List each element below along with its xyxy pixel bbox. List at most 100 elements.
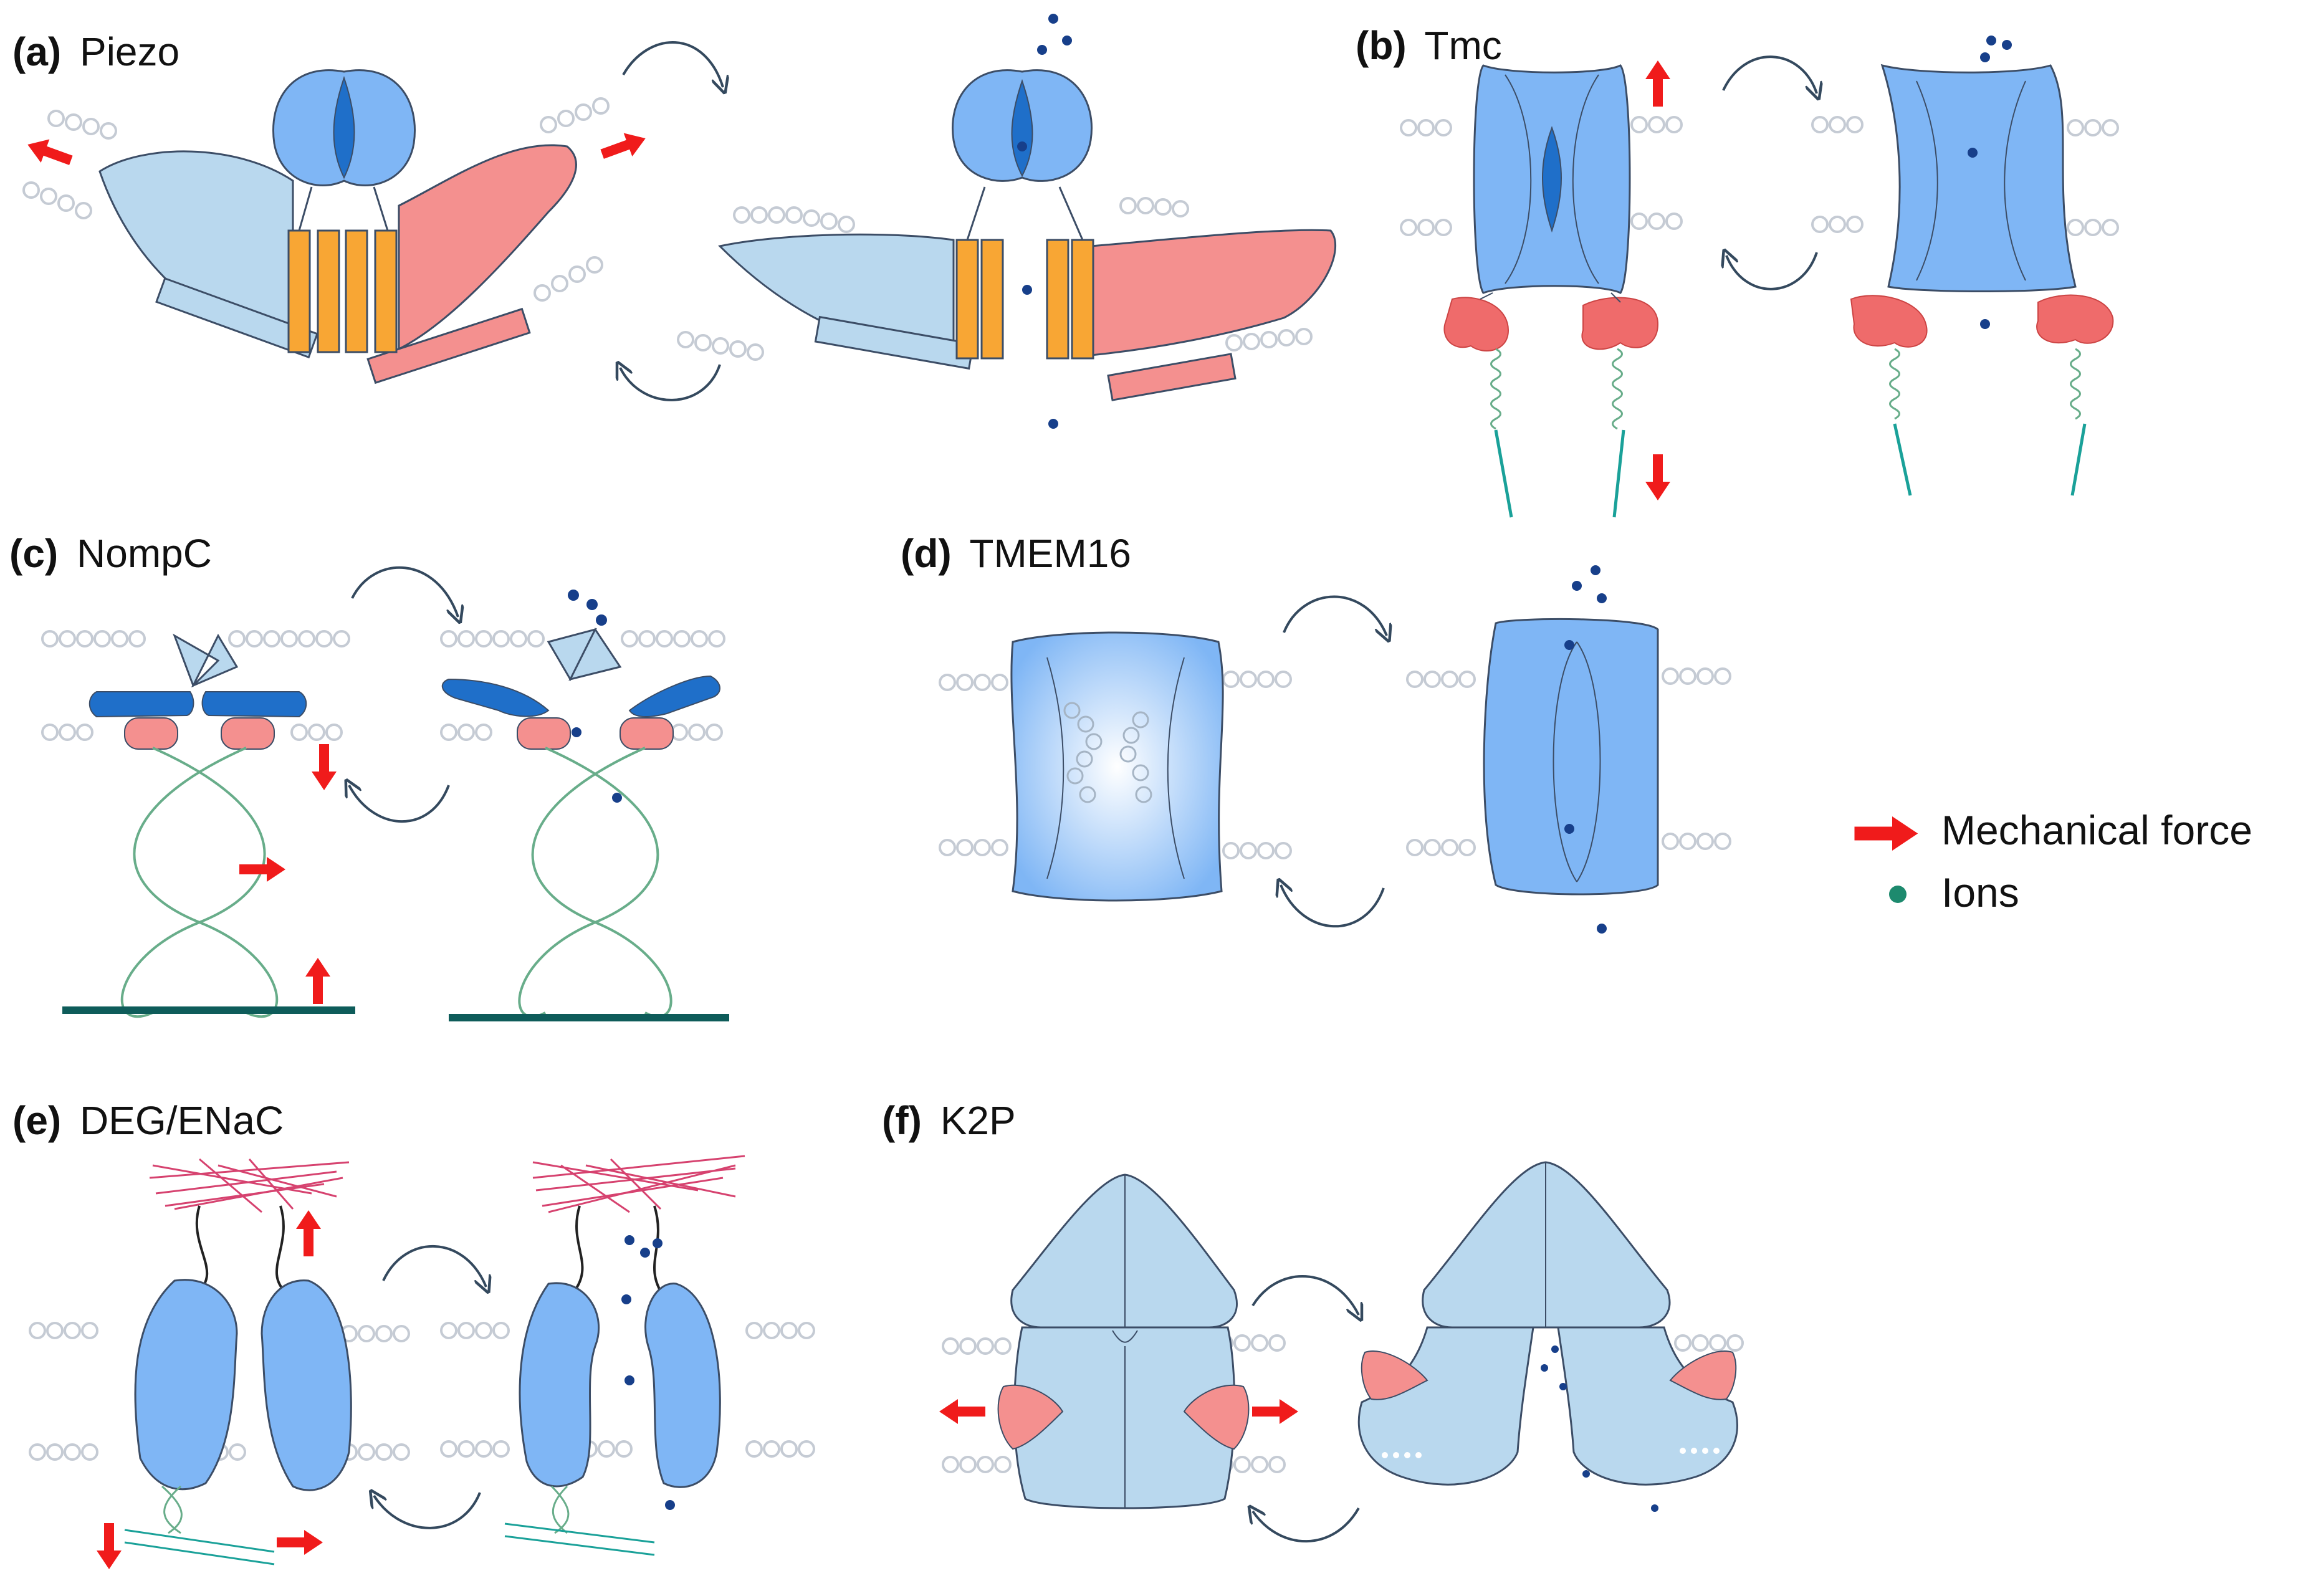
cycle-arrow-back (1253, 1508, 1360, 1543)
panel-f-label: (f) K2P (882, 1098, 1016, 1143)
cycle-arrow-forward (382, 1245, 486, 1287)
k2p-lipid-right (1183, 1384, 1250, 1450)
ion-dots (1968, 36, 2012, 329)
legend-force-label: Mechanical force (1941, 807, 2252, 853)
membrane-circles (1063, 702, 1152, 803)
panel-a: (a) Piezo (12, 14, 1337, 429)
force-arrow (277, 1530, 323, 1555)
deg-subunit-left (519, 1282, 600, 1488)
panel-b: (b) Tmc (1356, 23, 2119, 518)
cycle-arrow-forward (1283, 595, 1387, 636)
extracellular-matrix (149, 1158, 350, 1213)
deg-subunit-right (261, 1279, 352, 1491)
piezo-blade-right-open (1089, 229, 1337, 356)
nompc-domain-right (201, 691, 307, 718)
deg-subunit-left (134, 1279, 238, 1491)
tmc-auxiliary-right (1581, 297, 1659, 350)
ion-dots (1564, 565, 1607, 934)
cycle-arrow-back (1726, 252, 1818, 290)
cycle-arrow-forward (1722, 55, 1817, 93)
microtubule-anchor (449, 1014, 729, 1021)
piezo-beam-right (366, 307, 531, 385)
membrane-circles (41, 630, 725, 741)
panel-e-label: (e) DEG/ENaC (12, 1098, 284, 1143)
k2p-lipid-left (997, 1384, 1064, 1450)
panel-a-label: (a) Piezo (12, 29, 179, 74)
tmem16-channel-open (1483, 618, 1659, 896)
ion-dots (568, 590, 622, 803)
piezo-cap (272, 69, 416, 186)
cycle-arrow-forward (351, 566, 458, 617)
panel-b-label: (b) Tmc (1356, 23, 1502, 68)
nompc-domain-left (89, 691, 194, 718)
force-arrow (1252, 1399, 1298, 1424)
piezo-pore-helices (287, 229, 398, 353)
tmc-auxiliary-left (1850, 295, 1928, 348)
tip-link-spring-right (1612, 348, 1623, 430)
force-arrow (1854, 816, 1918, 851)
k2p-lipid-right (1669, 1350, 1737, 1400)
piezo-cap-open (952, 69, 1093, 182)
force-arrow (1645, 60, 1670, 107)
cycle-arrow-forward (1251, 1275, 1359, 1315)
piezo-pore-helices (955, 239, 1094, 360)
piezo-beam-left (155, 277, 318, 359)
extracellular-matrix (532, 1155, 745, 1213)
nompc-ankyrin-right (221, 717, 275, 750)
force-arrow (598, 127, 650, 166)
nompc-ankyrin-right (620, 717, 674, 750)
ankyrin-spring-open (518, 747, 672, 1018)
nompc-pore-open (547, 628, 622, 682)
tmem16-scramblase-closed (1010, 631, 1224, 902)
panel-c-label: (c) NompC (9, 531, 212, 576)
k2p-cap-closed (1010, 1173, 1238, 1329)
nompc-ankyrin-left (517, 717, 571, 750)
force-arrow (296, 1210, 321, 1256)
lipid-dots (1382, 1448, 1720, 1458)
cycle-arrow-back (620, 365, 721, 401)
panel-e: (e) DEG/ENaC (12, 1098, 815, 1569)
tmc-auxiliary-right (2036, 294, 2114, 344)
force-arrow (97, 1523, 122, 1569)
membrane-circles (1400, 116, 2119, 236)
force-arrow (305, 958, 330, 1004)
nompc-pore-closed (173, 633, 239, 687)
panel-c: (c) NompC (9, 531, 729, 1021)
ion-dots (621, 1235, 675, 1510)
force-arrow (23, 133, 75, 173)
force-arrow (312, 744, 337, 790)
ion-dot-icon (1889, 886, 1907, 903)
tip-link-spring-right (2070, 348, 2081, 420)
legend: Mechanical force Ions (1854, 807, 2252, 915)
cycle-arrow-back (1281, 885, 1385, 928)
ion-dots (1541, 1345, 1658, 1512)
nompc-domain-left (441, 678, 550, 717)
ankyrin-spring-closed (120, 747, 279, 1018)
nompc-domain-right (628, 675, 720, 717)
panel-f: (f) K2P (882, 1098, 1744, 1543)
force-arrow (1645, 454, 1670, 500)
legend-ions-label: Ions (1941, 869, 2019, 915)
cycle-arrow-back (349, 785, 450, 823)
cycle-arrow-forward (622, 41, 723, 87)
membrane-circles (939, 667, 1731, 859)
microtubule-anchor (62, 1006, 355, 1014)
deg-subunit-right (644, 1283, 721, 1488)
membrane-circles (22, 97, 610, 302)
tip-link-spring-left (1490, 348, 1501, 430)
piezo-beam-right-open (1107, 353, 1237, 401)
force-arrow (939, 1399, 985, 1424)
membrane-circles (677, 197, 1313, 361)
panel-d-label: (d) TMEM16 (901, 531, 1131, 576)
k2p-lipid-left (1361, 1350, 1428, 1400)
tmc-auxiliary-left (1443, 297, 1510, 351)
k2p-pore-domain-open-left (1357, 1326, 1534, 1486)
ion-dots (1017, 14, 1072, 429)
tmc-channel-open (1880, 64, 2077, 292)
force-arrow (239, 857, 285, 882)
membrane-circles (942, 1334, 1744, 1473)
k2p-pore-domain-open-right (1557, 1326, 1738, 1486)
cycle-arrow-back (374, 1493, 481, 1529)
panel-d: (d) TMEM16 (901, 531, 1731, 934)
